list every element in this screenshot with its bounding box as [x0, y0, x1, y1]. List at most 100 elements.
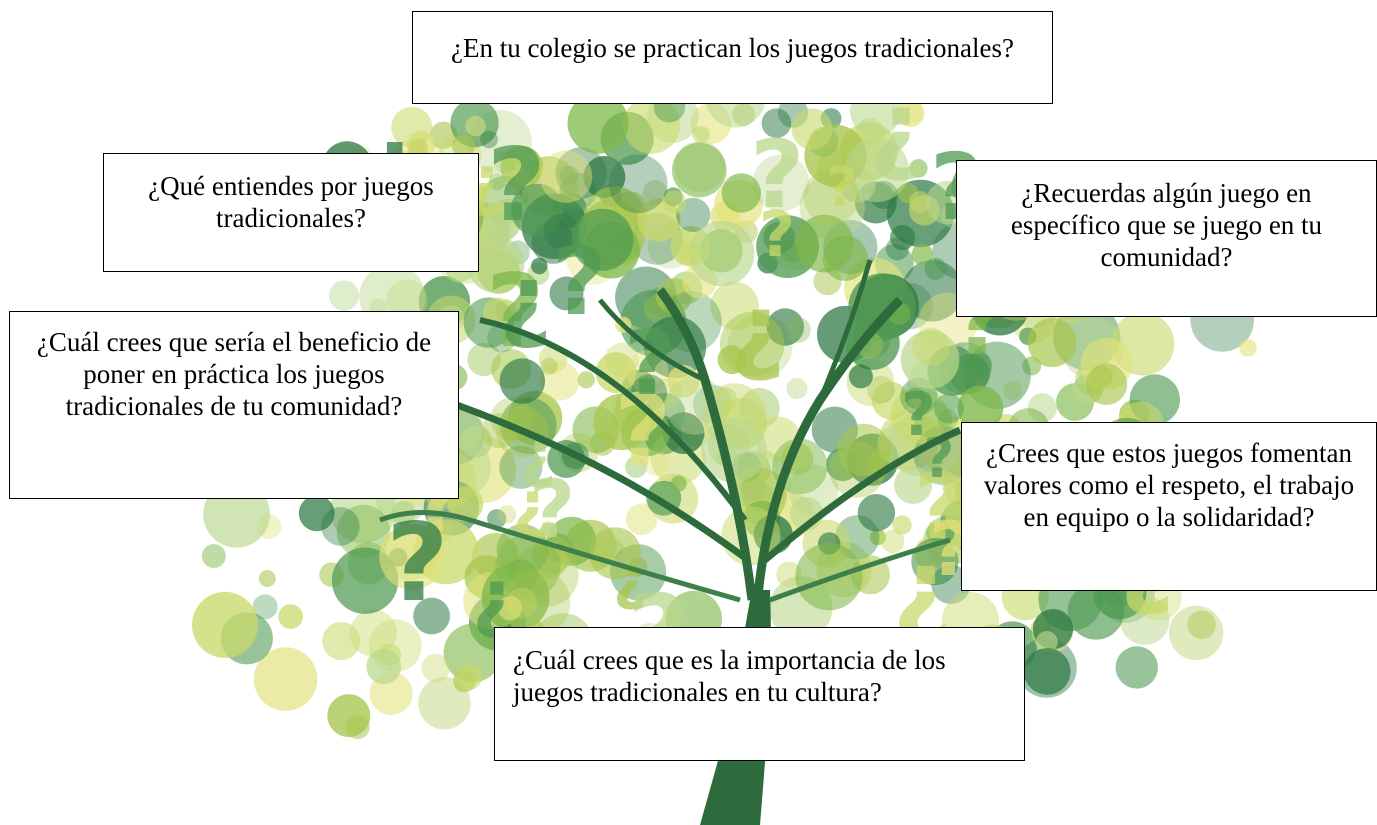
foliage-dot	[931, 564, 971, 604]
foliage-dot	[867, 375, 895, 404]
question-box-valores: ¿Crees que estos juegos fomentan valores…	[961, 422, 1377, 591]
foliage-dot	[626, 350, 669, 393]
foliage-dot	[555, 147, 607, 199]
question-mark-icon: ?	[759, 198, 795, 271]
foliage-dot	[934, 393, 964, 424]
foliage-dot	[1239, 339, 1257, 357]
foliage-dot	[752, 154, 810, 212]
foliage-dot	[1169, 605, 1224, 661]
foliage-dot	[652, 378, 683, 408]
foliage-dot	[499, 358, 545, 404]
foliage-dot	[662, 412, 705, 455]
foliage-dot	[869, 529, 887, 546]
foliage-dot	[413, 597, 450, 635]
foliage-dot	[321, 507, 360, 546]
foliage-dot	[914, 400, 953, 439]
foliage-dot	[479, 201, 521, 243]
foliage-dot	[443, 623, 503, 683]
foliage-dot	[278, 604, 304, 629]
foliage-dot	[890, 387, 948, 445]
foliage-dot	[328, 280, 360, 311]
foliage-dot	[763, 221, 795, 254]
foliage-dot	[924, 257, 947, 280]
foliage-dot	[500, 145, 544, 189]
foliage-dot	[912, 327, 951, 366]
foliage-dot	[896, 99, 925, 128]
question-box-beneficio: ¿Cuál crees que sería el beneficio de po…	[9, 311, 459, 499]
foliage-dot	[465, 115, 486, 137]
foliage-dot	[496, 524, 549, 576]
foliage-dot	[322, 621, 361, 661]
question-mark-icon: ?	[750, 121, 805, 230]
foliage-dot	[926, 523, 946, 543]
foliage-dot	[258, 570, 276, 587]
foliage-dot	[837, 423, 890, 477]
foliage-dot	[192, 591, 258, 658]
foliage-dot	[456, 664, 483, 690]
foliage-dot	[803, 168, 860, 225]
foliage-dot	[577, 371, 595, 389]
foliage-dot	[857, 494, 896, 532]
foliage-dot	[593, 393, 651, 451]
foliage-dot	[881, 529, 905, 554]
question-box-importancia: ¿Cuál crees que es la importancia de los…	[494, 627, 1025, 761]
foliage-dot	[543, 213, 579, 250]
foliage-dot	[540, 521, 557, 538]
question-mark-icon: ?	[901, 380, 936, 450]
question-mark-icon: ?	[386, 501, 449, 626]
foliage-dot	[549, 276, 584, 311]
foliage-dot	[655, 278, 693, 315]
foliage-dot	[1187, 610, 1216, 639]
foliage-dot	[595, 352, 637, 394]
foliage-dot	[480, 130, 498, 149]
foliage-dot	[540, 357, 558, 375]
foliage-dot	[625, 503, 658, 535]
foliage-dot	[608, 154, 668, 214]
foliage-dot	[298, 495, 335, 532]
question-mark-icon: ?	[552, 228, 607, 337]
foliage-dot	[937, 409, 959, 430]
foliage-dot	[497, 596, 523, 621]
foliage-dot	[366, 649, 402, 685]
foliage-dot	[885, 237, 909, 261]
foliage-dot	[252, 594, 278, 620]
foliage-dot	[571, 208, 634, 271]
foliage-dot	[622, 96, 681, 154]
foliage-dot	[349, 609, 397, 657]
foliage-dot	[488, 173, 506, 191]
foliage-dot	[531, 257, 548, 275]
foliage-dot	[481, 563, 550, 632]
foliage-dot	[1027, 318, 1077, 368]
question-mark-icon: ¿	[512, 468, 549, 541]
foliage-dot	[510, 183, 564, 237]
foliage-dot	[499, 445, 543, 489]
foliage-dot	[692, 126, 710, 144]
foliage-dot	[848, 364, 873, 389]
foliage-dot	[452, 134, 475, 158]
foliage-dot	[391, 106, 433, 149]
foliage-dot	[688, 220, 755, 287]
foliage-dot	[467, 236, 525, 293]
foliage-dot	[844, 137, 909, 203]
foliage-dot	[336, 504, 391, 559]
foliage-dot	[710, 281, 759, 331]
question-mark-icon: ¿	[472, 552, 516, 641]
foliage-dot	[766, 308, 804, 346]
foliage-dot	[791, 108, 833, 150]
foliage-dot	[1023, 648, 1071, 695]
foliage-dot	[677, 241, 702, 265]
foliage-dot	[379, 524, 446, 590]
foliage-dot	[957, 385, 1004, 432]
question-mark-icon: ¿	[613, 544, 647, 612]
foliage-dot	[890, 224, 916, 251]
question-mark-icon: ?	[487, 126, 546, 244]
foliage-dot	[911, 243, 934, 266]
foliage-dot	[643, 450, 669, 476]
foliage-dot	[761, 108, 792, 138]
foliage-dot	[487, 509, 507, 529]
foliage-dot	[327, 694, 371, 738]
foliage-dot	[909, 159, 928, 178]
foliage-dot	[662, 190, 687, 215]
foliage-dot	[418, 677, 471, 730]
foliage-dot	[201, 544, 226, 568]
